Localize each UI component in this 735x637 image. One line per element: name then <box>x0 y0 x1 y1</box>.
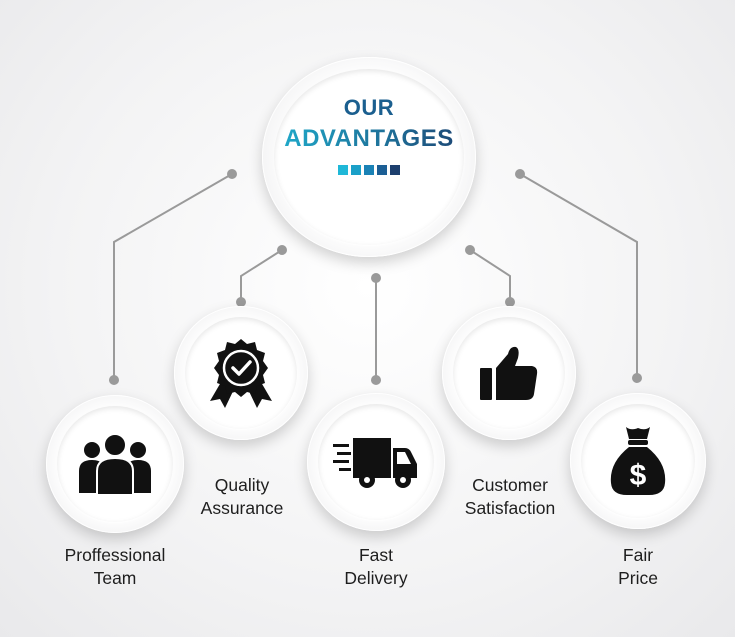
title-line-2: ADVANTAGES <box>262 125 476 153</box>
fair-price-circle: $ <box>570 393 706 529</box>
professional-team-label: Proffessional Team <box>64 545 166 588</box>
thumbs-up-icon <box>480 346 538 400</box>
title-accent-squares <box>338 165 400 175</box>
award-badge-icon <box>210 339 272 408</box>
quality-assurance-circle <box>174 306 308 440</box>
customer-satisfaction-circle <box>442 306 576 440</box>
fast-delivery-label: Fast Delivery <box>344 545 408 588</box>
quality-assurance-label: Quality Assurance <box>200 475 284 518</box>
professional-team-circle <box>46 395 184 533</box>
customer-satisfaction-label: Customer Satisfaction <box>464 475 556 518</box>
title-line-1: OUR <box>343 95 395 120</box>
team-icon <box>79 433 151 495</box>
fair-price-label: Fair Price <box>618 545 658 588</box>
delivery-truck-icon <box>333 438 417 488</box>
svg-text:$: $ <box>630 459 647 492</box>
money-bag-icon: $ <box>610 427 666 495</box>
fast-delivery-circle <box>307 393 445 531</box>
main-title-circle: OUR ADVANTAGES <box>262 57 476 257</box>
